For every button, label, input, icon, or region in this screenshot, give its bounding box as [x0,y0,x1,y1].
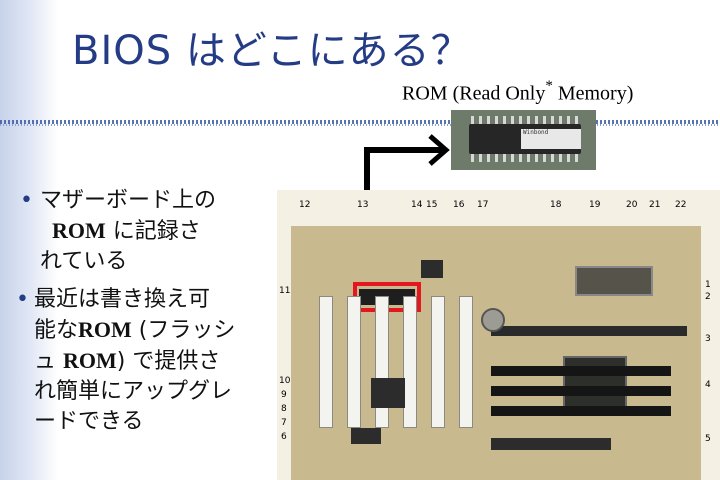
bullet-item-rom-on-motherboard: • マザーボード上の ROM に記録さ れている [12,186,282,277]
bold-rom: ROM [63,348,117,373]
callout-number: 20 [626,200,638,210]
callout-number: 22 [675,200,687,210]
agp-slot [491,326,687,336]
bullet-dot: • [16,287,29,312]
callout-number: 3 [705,334,711,344]
callout-number: 11 [279,286,291,296]
callout-number: 12 [299,200,311,210]
io-connector [575,266,653,296]
dimm-slot [491,386,671,396]
bullet-dot: • [20,188,33,213]
bullet-line: 能なROM (フラッシ [34,315,282,346]
pci-slot [319,296,333,428]
callout-number: 19 [589,200,601,210]
pci-slot [347,296,361,428]
dimm-slot [491,366,671,376]
left-gradient-band [0,0,58,480]
bullet-line: ROM に記録さ [40,216,282,247]
chip-label: Winbond [521,129,581,149]
callout-number: 9 [281,390,287,400]
title-separator-shadow [0,124,720,126]
callout-number: 4 [705,380,711,390]
callout-number: 8 [281,404,287,414]
callout-number: 18 [550,200,562,210]
onboard-chip [421,260,443,278]
callout-number: 21 [649,200,661,210]
line-text: に記録さ [105,219,201,244]
callout-number: 13 [357,200,369,210]
rom-caption: ROM (Read Only* Memory) [402,78,634,106]
line-text: ) で提供さ [116,349,221,374]
pci-slot [431,296,445,428]
rom-caption-text-end: Memory) [552,82,634,105]
callout-number: 2 [705,292,711,302]
line-text: (フラッシ [131,318,236,343]
callout-number: 10 [279,376,291,386]
rom-caption-asterisk: * [545,78,553,94]
pci-slot [403,296,417,428]
rom-caption-text: ROM (Read Only [402,82,546,105]
bullet-line: 最近は書き換え可 [34,287,211,312]
callout-number: 15 [426,200,438,210]
chip-body: Winbond [469,124,581,154]
callout-number: 7 [281,418,287,428]
bullet-line: ードできる [34,409,144,434]
line-prefix: ュ [34,349,63,374]
motherboard-photo: 12 13 14 15 16 17 18 19 20 21 22 1 2 3 4… [277,190,720,480]
rom-chip-photo: Winbond [451,110,596,170]
onboard-chip [371,378,405,408]
bold-rom: ROM [52,218,106,243]
line-prefix: 能な [34,318,79,343]
pci-slot [375,296,389,428]
bullet-list: • マザーボード上の ROM に記録さ れている • 最近は書き換え可 能なRO… [12,186,282,437]
bullet-line: ュ ROM) で提供さ [34,346,282,377]
chip-pins-top [471,116,579,124]
chipset [563,356,627,410]
bullet-item-flash-rom: • 最近は書き換え可 能なROM (フラッシ ュ ROM) で提供さ れ簡単にア… [12,285,282,437]
cmos-battery [481,308,505,332]
pci-slot [459,296,473,428]
callout-number: 1 [705,280,711,290]
chip-pins-bottom [471,154,579,162]
bold-rom: ROM [78,317,132,342]
dimm-slot [491,406,671,416]
motherboard-pcb [291,226,701,480]
callout-number: 17 [477,200,489,210]
bullet-line: れている [40,249,128,274]
bullet-line: マザーボード上の [40,188,217,213]
bullet-line: れ簡単にアップグレ [34,379,233,404]
callout-number: 5 [705,434,711,444]
callout-number: 14 [411,200,423,210]
callout-number: 16 [453,200,465,210]
slide-title: BIOS はどこにある？ [72,28,472,74]
title-separator [0,120,720,124]
onboard-chip [351,428,381,444]
ide-connector [491,438,611,450]
callout-number: 6 [281,432,287,442]
